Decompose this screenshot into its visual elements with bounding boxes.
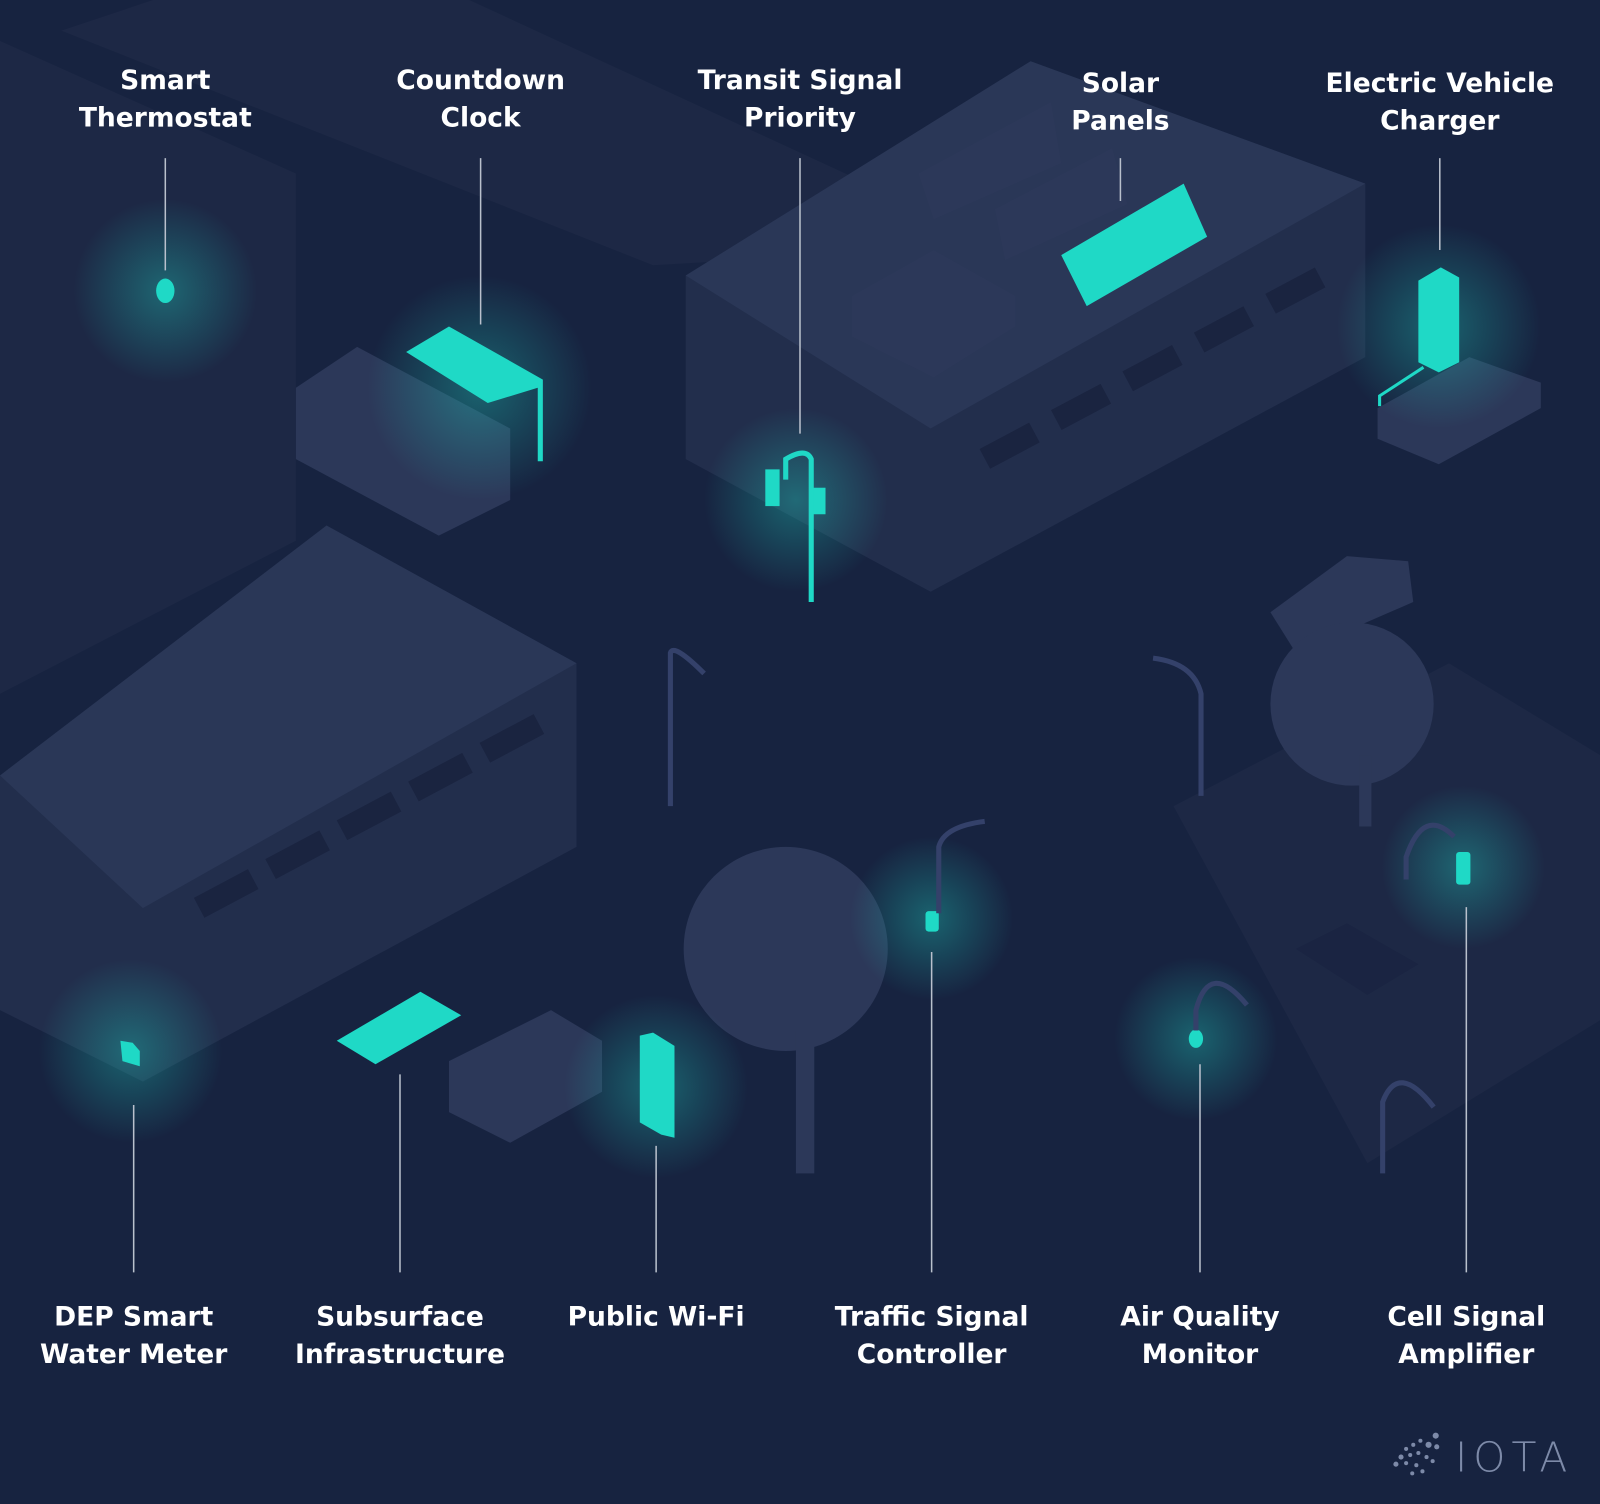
- tree-trunk: [795, 1030, 815, 1174]
- iota-logo-text: IOTA: [1455, 1433, 1573, 1481]
- tree-trunk: [1359, 755, 1372, 827]
- devices: [38, 183, 1545, 1179]
- street-lamp-pole: [1193, 980, 1249, 1031]
- cell-amplifier-device: [1456, 851, 1471, 885]
- thermostat-device: [156, 278, 175, 304]
- solar-panel-off-2: [994, 147, 1128, 261]
- traffic-light-icon: [667, 647, 706, 807]
- iota-logo: IOTA: [1393, 1432, 1573, 1481]
- countdown-clock-device: [406, 326, 543, 462]
- car-icon: [1270, 556, 1414, 654]
- air-quality-device: [1188, 1029, 1204, 1048]
- top-building: [61, 0, 1000, 266]
- transit-signal-head: [813, 487, 826, 515]
- subsurface-device: [336, 991, 462, 1065]
- van-icon: [448, 1010, 603, 1143]
- traffic-light-icon: [1152, 655, 1204, 796]
- grate-icon: [1295, 923, 1419, 995]
- street-lamp-pole: [1403, 822, 1456, 880]
- buildings: [0, 0, 1600, 1164]
- ev-cable: [1378, 366, 1425, 407]
- wifi-kiosk-device: [639, 1032, 675, 1138]
- water-meter-device: [120, 1040, 140, 1067]
- solar-panel-off-1: [918, 102, 1062, 220]
- roof-box: [852, 249, 1016, 378]
- solar-panel-device: [1061, 183, 1208, 307]
- street-lamp-icon: [1380, 1080, 1436, 1174]
- tree-icon: [1270, 622, 1434, 786]
- iota-logo-icon: [1393, 1432, 1440, 1476]
- label-public-wifi: Public Wi-Fi: [568, 1301, 745, 1332]
- lower-left-roof: [0, 525, 577, 909]
- traffic-light-pole: [936, 818, 986, 914]
- traffic-controller-device: [925, 911, 939, 932]
- leader-lines: [132, 158, 1468, 1273]
- ev-charger-device: [1418, 267, 1460, 373]
- transit-signal-head: [765, 469, 780, 507]
- tree-icon: [683, 846, 888, 1051]
- transit-signal-device: [783, 450, 814, 603]
- right-block: [1173, 663, 1600, 1164]
